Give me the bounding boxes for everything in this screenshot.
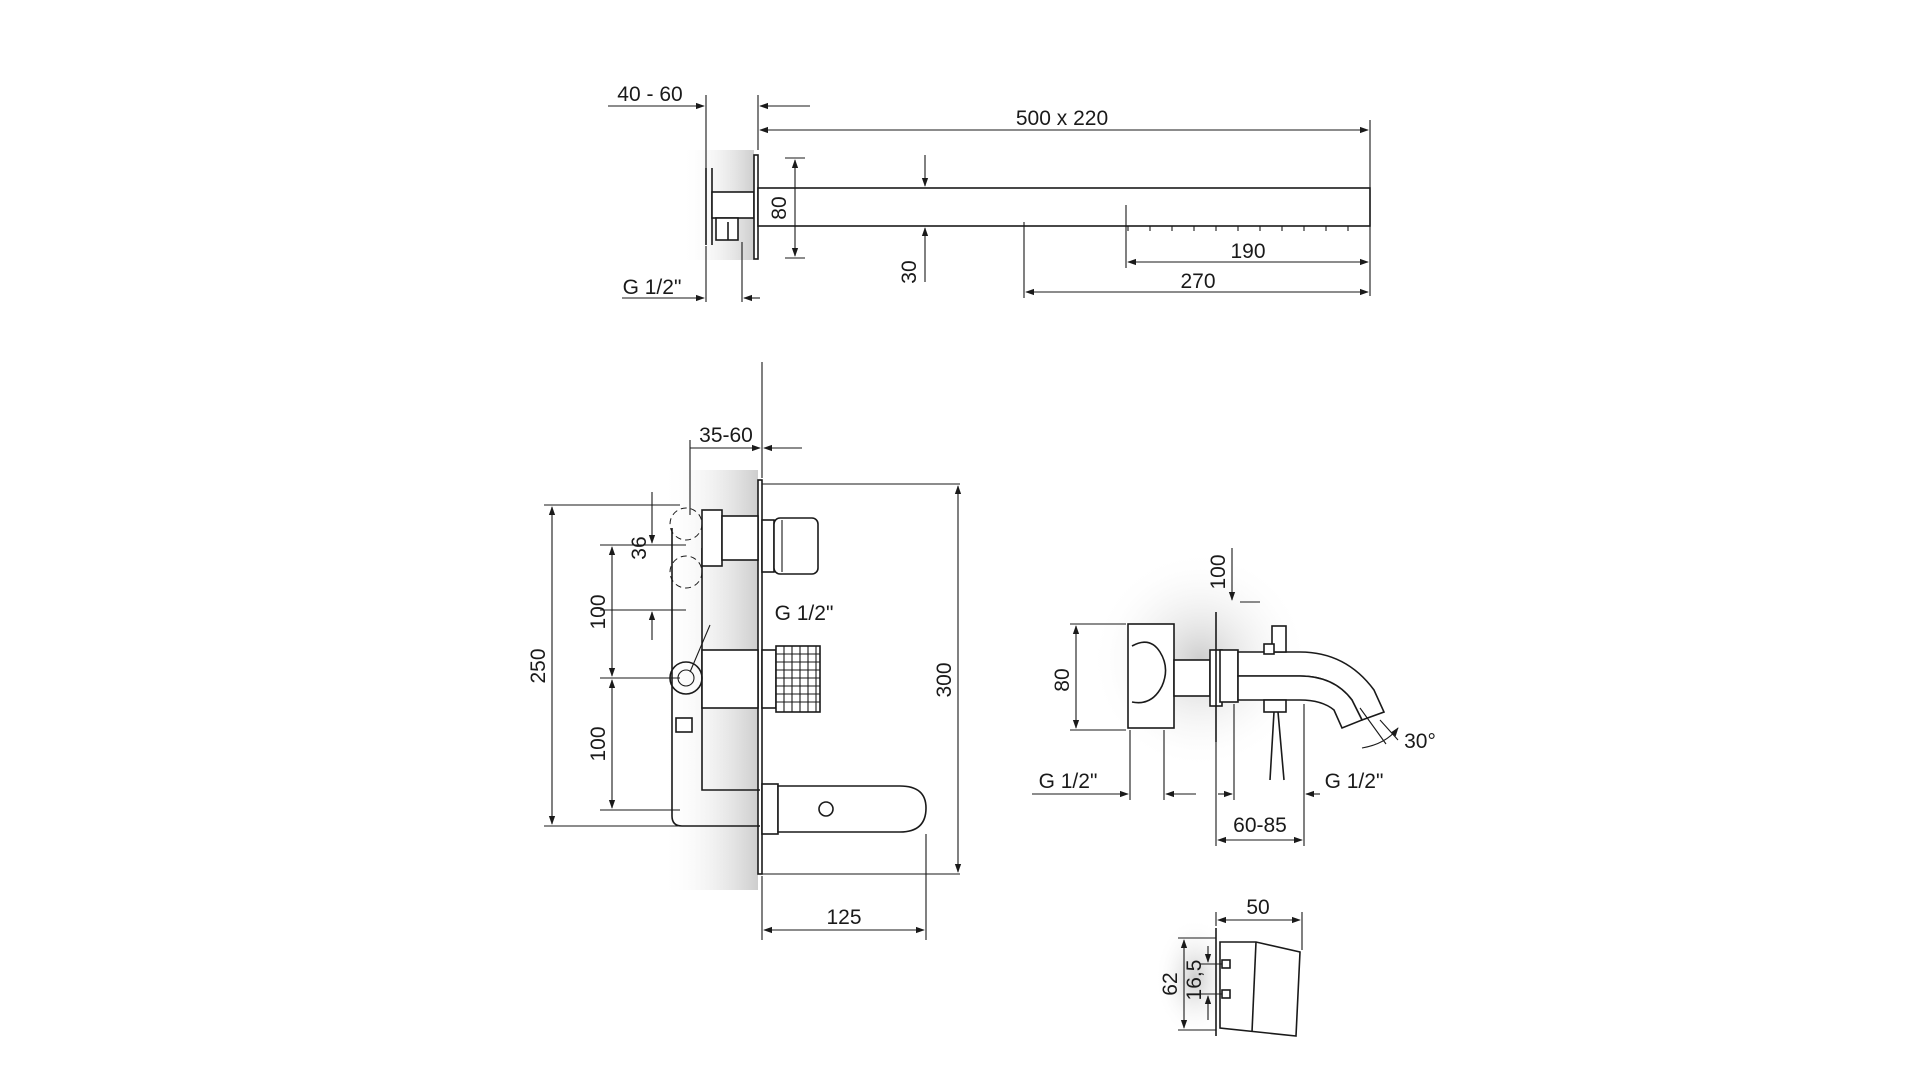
dim-arm-length: 500 x 220	[1016, 107, 1108, 130]
holder-body	[1219, 941, 1301, 1037]
dim-spacing-top: 100	[587, 594, 610, 629]
dim-arm-depth: 40 - 60	[617, 83, 682, 106]
arm-thread-fitting	[715, 217, 739, 241]
spout-collar	[1219, 649, 1239, 703]
spout-underside	[1237, 675, 1364, 730]
diverter-cartridge	[721, 515, 759, 561]
arm-connector	[711, 191, 755, 219]
holder-wall-shadow	[1155, 918, 1235, 1038]
spout-body-curve	[1131, 641, 1167, 704]
holder-drawing: 50 62 16,5	[1155, 896, 1303, 1038]
dim-holder-width: 50	[1246, 896, 1269, 919]
wall-spout	[777, 785, 927, 833]
holder-screw-upper	[1221, 959, 1231, 969]
spout-concealed-body	[1127, 623, 1175, 729]
mixer-handle-knurled	[775, 645, 821, 713]
diverter-knob	[773, 517, 819, 575]
dim-spout-depth: 60-85	[1233, 814, 1287, 837]
knurl-pattern	[776, 646, 820, 712]
valve-pipe	[671, 528, 760, 827]
concealed-valve-drawing: 35-60 36 G 1/2" 100 100 250 300 125	[527, 362, 962, 940]
mixer-rosette	[761, 649, 777, 709]
spout-outlet	[818, 801, 834, 817]
spout-nipple	[1173, 659, 1211, 697]
angle-arc	[1361, 727, 1399, 749]
spout-lever	[1263, 699, 1287, 713]
dim-flange-height: 80	[768, 196, 791, 219]
shower-arm-body	[757, 187, 1371, 227]
diverter-body	[701, 509, 723, 567]
outlet-port-lower	[669, 555, 703, 589]
dim-spout-inlet-thread: G 1/2"	[1039, 770, 1098, 793]
dim-spout-angle: 30°	[1404, 730, 1436, 753]
bath-spout-drawing: 100 80 G 1/2" G 1/2" 30° 60-85	[1032, 548, 1436, 846]
lever-stem	[1269, 711, 1285, 781]
dim-holder-hole-spacing: 16,5	[1183, 960, 1206, 1001]
dim-head-thickness: 30	[898, 260, 921, 283]
dim-spacing-bottom: 100	[587, 726, 610, 761]
mixer-body	[701, 649, 759, 709]
dim-holder-height: 62	[1159, 972, 1182, 995]
dim-valve-thread: G 1/2"	[775, 602, 834, 625]
dim-arm-thread: G 1/2"	[623, 276, 682, 299]
holder-screw-lower	[1221, 989, 1231, 999]
dim-valve-depth: 35-60	[699, 424, 753, 447]
shower-arm-drawing: 40 - 60 500 x 220 80 30 190 270 G 1/2"	[608, 83, 1371, 302]
thread-leader	[689, 624, 711, 673]
diverter-knob-spout	[1271, 625, 1287, 653]
dim-spray-offset: 270	[1180, 270, 1215, 293]
dim-port-spacing: 36	[628, 536, 651, 559]
spray-nozzles	[1127, 226, 1349, 231]
spout-rosette	[761, 783, 779, 835]
dim-spray-zone: 190	[1230, 240, 1265, 263]
diverter-rosette	[761, 519, 775, 573]
dim-body-height: 250	[527, 648, 550, 683]
dim-spout-body-height: 80	[1051, 668, 1074, 691]
inlet-screw	[675, 717, 693, 733]
dim-spout-outlet-thread: G 1/2"	[1325, 770, 1384, 793]
dim-spout-clearance: 100	[1207, 554, 1230, 589]
dim-plate-height: 300	[933, 662, 956, 697]
dim-plate-width: 125	[826, 906, 861, 929]
